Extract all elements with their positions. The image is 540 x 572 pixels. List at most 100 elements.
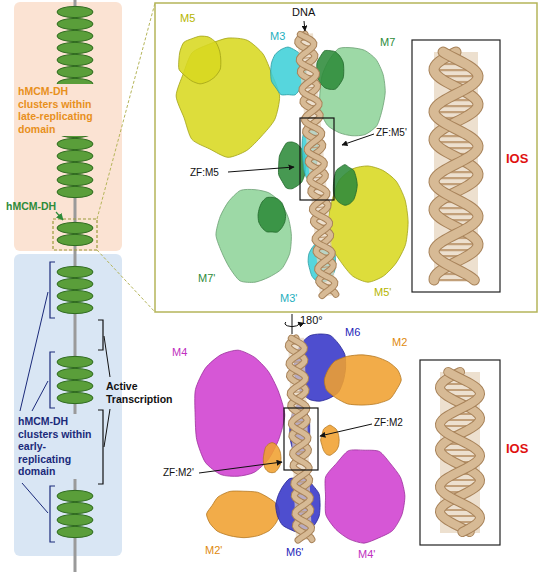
mcm-hexamer xyxy=(57,126,93,137)
subunit-label: M2 xyxy=(392,336,407,349)
mcm-hexamer xyxy=(57,514,93,525)
pointer-arrow xyxy=(342,134,374,145)
label-holder: M5' xyxy=(374,286,391,299)
dna-strand-outline xyxy=(434,52,478,280)
zoom-box xyxy=(53,219,97,250)
label-holder: ZF:M5' xyxy=(376,126,407,139)
leader-line xyxy=(22,483,48,513)
protein-subunit xyxy=(207,491,280,538)
mcm-hexamer xyxy=(57,6,93,17)
protein-subunit xyxy=(325,450,405,543)
dna-helix xyxy=(288,338,312,540)
label-holder: 180° xyxy=(300,314,323,327)
mcm-hexamer xyxy=(57,368,93,379)
mcm-hexamer xyxy=(57,392,93,403)
label-holder: IOS xyxy=(506,152,528,165)
domain-callout: ZF:M5' xyxy=(376,126,407,139)
pointer-arrow xyxy=(228,167,294,172)
mcm-hexamer xyxy=(57,526,93,537)
label-holder: M5 xyxy=(180,12,195,25)
zoom-leader xyxy=(97,3,155,219)
zoom-leader xyxy=(97,250,155,312)
structure-name: hMCM-DH xyxy=(6,200,56,213)
protein-subunit xyxy=(333,165,357,206)
leader-line xyxy=(20,292,48,411)
rotation-label: 180° xyxy=(300,314,323,327)
ios-zoom-box xyxy=(284,408,318,470)
dna-helix xyxy=(298,34,336,296)
protein-subunit xyxy=(321,425,339,455)
pointer-arrow xyxy=(320,424,372,436)
dna-strand-outline xyxy=(440,372,480,532)
leader-line xyxy=(32,381,48,411)
mcm-hexamer xyxy=(57,102,93,113)
dna-core xyxy=(434,52,478,280)
label-holder: M7 xyxy=(380,36,395,49)
pointer-arrow xyxy=(304,21,305,31)
pointer-arrow xyxy=(56,212,63,220)
transcription-bracket xyxy=(98,410,103,484)
ios-dna-helix xyxy=(434,52,478,280)
protein-subunit xyxy=(179,36,221,84)
label-holder: IOS xyxy=(506,442,528,455)
label-holder: ZF:M5 xyxy=(190,166,219,179)
subunit-label: M6' xyxy=(286,546,303,559)
mcm-hexamer xyxy=(57,162,93,173)
domain-callout: ZF:M2' xyxy=(163,466,194,479)
dna-strand xyxy=(299,34,334,295)
label-holder: Active Transcription xyxy=(106,380,180,405)
mcm-hexamer xyxy=(57,490,93,501)
dna-strand-outline xyxy=(288,338,312,540)
pointer-arrow xyxy=(199,462,282,473)
dna-strand-outline xyxy=(299,34,334,295)
subunit-label: M7 xyxy=(380,36,395,49)
mcm-hexamer xyxy=(57,302,93,313)
rotation-axis xyxy=(292,314,293,334)
mcm-hexamer xyxy=(57,78,93,89)
subunit-label: M7' xyxy=(198,272,215,285)
ios-inset xyxy=(420,360,500,545)
protein-density xyxy=(176,36,408,543)
mcm-hexamer xyxy=(57,356,93,367)
protein-subunit xyxy=(258,197,286,232)
cluster-bracket xyxy=(50,262,55,318)
label-holder: ZF:M2 xyxy=(374,416,403,429)
domain-label: hMCM-DH clusters within early-replicatin… xyxy=(16,414,96,479)
subunit-label: M5 xyxy=(180,12,195,25)
mcm-hexamer xyxy=(57,186,93,197)
dna-density xyxy=(288,34,335,540)
mcm-double-hexamers xyxy=(57,6,93,537)
mcm-hexamer xyxy=(57,150,93,161)
ios-inset-dna xyxy=(434,52,480,533)
dna-strand-outline xyxy=(289,338,311,540)
label-holder: M6 xyxy=(345,326,360,339)
subunit-label: M4 xyxy=(172,346,187,359)
dna-strand xyxy=(440,372,480,532)
feature-label: IOS xyxy=(506,442,528,455)
label-holder: DNA xyxy=(292,6,315,19)
cluster-bracket xyxy=(50,352,55,408)
subunit-label: M4' xyxy=(358,548,375,561)
mcm-hexamer xyxy=(57,502,93,513)
ios-inset xyxy=(412,40,500,292)
ios-zoom-box xyxy=(300,118,334,200)
mcm-hexamer xyxy=(57,90,93,101)
subunit-label: M5' xyxy=(374,286,391,299)
mcm-hexamer xyxy=(57,278,93,289)
feature-label: IOS xyxy=(506,152,528,165)
label-holder: M4 xyxy=(172,346,187,359)
mcm-hexamer xyxy=(57,222,93,233)
label-holder: M3 xyxy=(270,30,285,43)
transcription-bracket xyxy=(98,320,103,350)
subunit-label: M6 xyxy=(345,326,360,339)
process-label: Active Transcription xyxy=(106,380,180,405)
mcm-hexamer xyxy=(57,114,93,125)
dna-strand xyxy=(434,52,478,280)
ios-dna-helix xyxy=(440,372,480,533)
protein-subunit xyxy=(195,350,285,476)
dna-strand xyxy=(440,372,480,532)
protein-subunit xyxy=(324,355,401,405)
domain-callout: ZF:M2 xyxy=(374,416,403,429)
subunit-label: M2' xyxy=(205,544,222,557)
